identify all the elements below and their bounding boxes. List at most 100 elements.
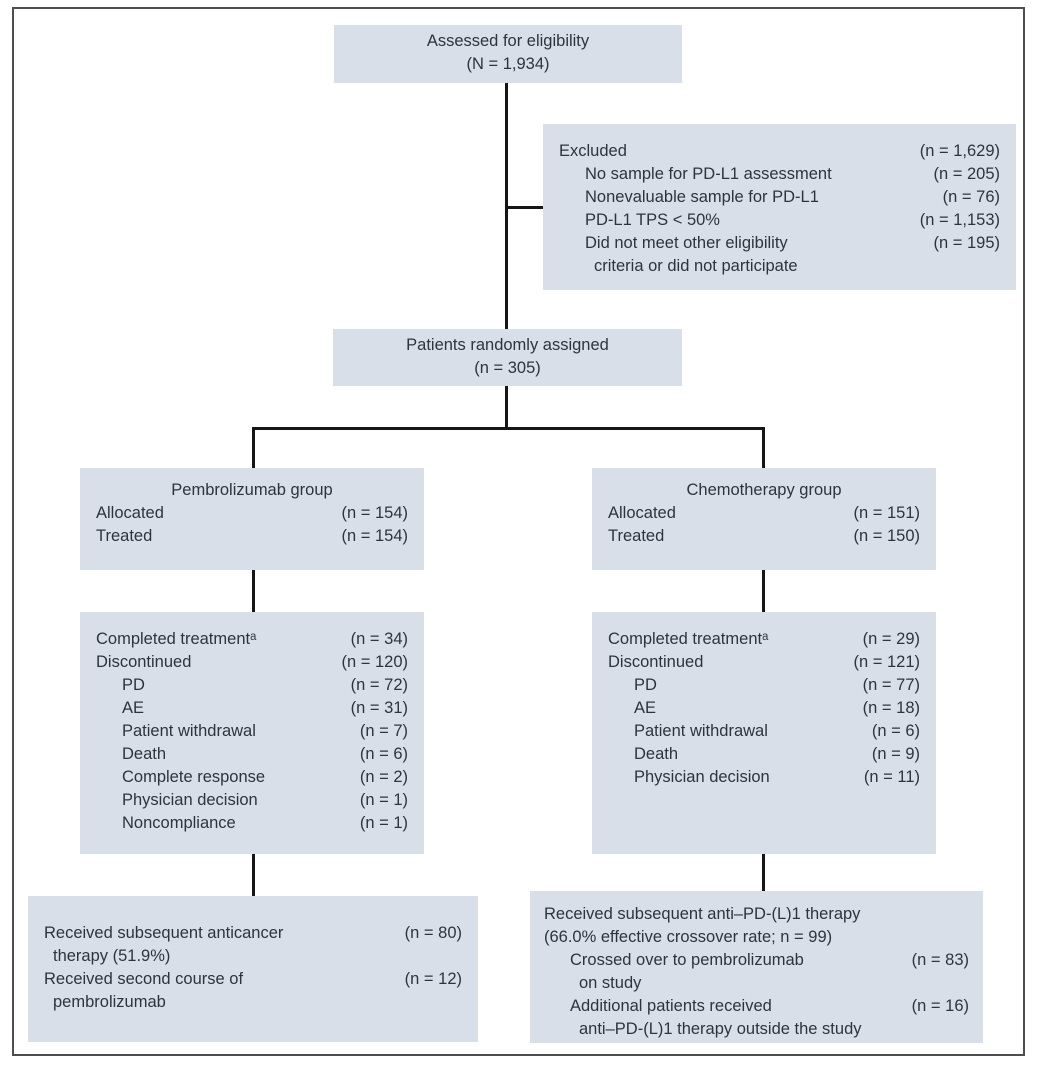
flow-row: Received subsequent anticancer (n = 80): [44, 922, 462, 945]
row-label: Physician decision: [634, 768, 770, 786]
chemo-group-title: Chemotherapy group: [686, 481, 842, 499]
row-value: (n = 83): [911, 951, 969, 969]
row-label: Received subsequent anticancer: [44, 924, 284, 942]
flow-row: (66.0% effective crossover rate; n = 99): [544, 926, 969, 949]
row-label: Additional patients received: [570, 997, 772, 1015]
row-value: (n = 34): [350, 630, 408, 648]
row-value: (n = 154): [341, 527, 409, 545]
row-label: Death: [122, 745, 167, 763]
flow-row: Completed treatmentᵃ (n = 29): [608, 628, 920, 651]
excluded-box: Excluded(n = 1,629)No sample for PD-L1 a…: [543, 124, 1016, 290]
flow-row: Death (n = 9): [608, 743, 920, 766]
flow-row: Patient withdrawal (n = 6): [608, 720, 920, 743]
flow-row: Excluded(n = 1,629): [559, 140, 1000, 163]
assessed-line1: Assessed for eligibility: [426, 32, 590, 50]
row-value: (n = 80): [404, 924, 462, 942]
pembro-group-box: Pembrolizumab group Allocated(n = 154)Tr…: [80, 468, 424, 570]
row-label: Nonevaluable sample for PD-L1: [585, 188, 819, 206]
pembro-outcome-box: Completed treatmentᵃ(n = 34) Discontinued…: [80, 612, 424, 854]
row-label: Did not meet other eligibility: [585, 234, 788, 252]
row-label: Death: [634, 745, 679, 763]
row-label: Physician decision: [122, 791, 258, 809]
row-value: (n = 7): [359, 722, 408, 740]
assessed-line2: (N = 1,934): [466, 55, 550, 73]
flow-row: Complete response (n = 2): [96, 766, 408, 789]
flow-row: Patient withdrawal(n = 7): [96, 720, 408, 743]
row-label: Patient withdrawal: [634, 722, 768, 740]
assessed-box: Assessed for eligibility (N = 1,934): [334, 25, 682, 83]
row-label: PD: [634, 676, 657, 694]
row-value: (n = 12): [404, 970, 462, 988]
randomized-box: Patients randomly assigned (n = 305): [333, 329, 682, 386]
row-value: (n = 121): [853, 653, 921, 671]
row-value: (n = 77): [862, 676, 920, 694]
row-value: (n = 72): [350, 676, 408, 694]
row-value: (n = 29): [862, 630, 920, 648]
flow-row: Allocated (n = 154): [96, 502, 408, 525]
row-label: Treated: [96, 527, 153, 545]
row-label: Complete response: [122, 768, 266, 786]
row-value: (n = 195): [933, 234, 1001, 252]
row-label: Excluded: [559, 142, 627, 160]
row-label: Noncompliance: [122, 814, 236, 832]
row-value: (n = 154): [341, 504, 409, 522]
row-value: (n = 150): [853, 527, 921, 545]
row-label: on study: [579, 974, 642, 992]
flow-row: Treated (n = 154): [96, 525, 408, 548]
flow-row: PD-L1 TPS < 50% (n = 1,153): [559, 209, 1000, 232]
row-label: (66.0% effective crossover rate; n = 99): [544, 928, 833, 946]
row-label: Crossed over to pembrolizumab: [570, 951, 804, 969]
flow-row: Did not meet other eligibility (n = 195): [559, 232, 1000, 255]
row-value: (n = 205): [933, 165, 1001, 183]
row-label: Received subsequent anti–PD-(L)1 therapy: [544, 905, 861, 923]
row-label: Discontinued: [96, 653, 192, 671]
randomized-line2: (n = 305): [474, 359, 541, 377]
row-label: pembrolizumab: [53, 993, 166, 1011]
flow-row: Physician decision(n = 1): [96, 789, 408, 812]
chemo-group-rows: Allocated(n = 151)Treated(n = 150): [608, 502, 920, 548]
flow-row: anti–PD-(L)1 therapy outside the study: [544, 1018, 969, 1041]
row-value: (n = 6): [871, 722, 920, 740]
row-label: Received second course of: [44, 970, 244, 988]
connector-pembro-outcome-to-subsequent: [252, 854, 255, 896]
row-label: therapy (51.9%): [53, 947, 171, 965]
row-label: AE: [634, 699, 657, 717]
flow-row: on study: [544, 972, 969, 995]
row-label: criteria or did not participate: [594, 257, 798, 275]
row-label: AE: [122, 699, 145, 717]
row-label: Allocated: [96, 504, 164, 522]
excluded-rows: Excluded(n = 1,629)No sample for PD-L1 a…: [559, 140, 1000, 278]
row-label: PD-L1 TPS < 50%: [585, 211, 720, 229]
flow-row: AE (n = 18): [608, 697, 920, 720]
pembro-group-rows: Allocated (n = 154) Treated (n = 154): [96, 502, 408, 548]
flow-row: Completed treatmentᵃ(n = 34): [96, 628, 408, 651]
row-value: (n = 120): [341, 653, 409, 671]
flow-row: Nonevaluable sample for PD-L1 (n = 76): [559, 186, 1000, 209]
row-value: (n = 2): [359, 768, 408, 786]
row-value: (n = 6): [359, 745, 408, 763]
row-value: (n = 76): [942, 188, 1000, 206]
row-value: (n = 9): [871, 745, 920, 763]
row-label: anti–PD-(L)1 therapy outside the study: [579, 1020, 862, 1038]
row-value: (n = 18): [862, 699, 920, 717]
chemo-group-box: Chemotherapy group Allocated(n = 151)Tre…: [592, 468, 936, 570]
row-label: Completed treatmentᵃ: [608, 630, 769, 648]
flow-row: No sample for PD-L1 assessment(n = 205): [559, 163, 1000, 186]
flow-row: AE (n = 31): [96, 697, 408, 720]
flow-row: Treated(n = 150): [608, 525, 920, 548]
row-value: (n = 1): [359, 814, 408, 832]
flow-row: therapy (51.9%): [44, 945, 462, 968]
row-label: PD: [122, 676, 145, 694]
flow-row: Death (n = 6): [96, 743, 408, 766]
connector-branch-to-pembro: [252, 427, 255, 468]
row-value: (n = 151): [853, 504, 921, 522]
connector-pembro-group-to-outcome: [252, 570, 255, 612]
chemo-subsequent-rows: Received subsequent anti–PD-(L)1 therapy…: [544, 903, 969, 1041]
flow-row: Crossed over to pembrolizumab (n = 83): [544, 949, 969, 972]
row-value: (n = 1,153): [919, 211, 1000, 229]
chemo-outcome-rows: Completed treatmentᵃ (n = 29) Discontinued…: [608, 628, 920, 789]
flow-row: Discontinued(n = 121): [608, 651, 920, 674]
row-value: (n = 31): [350, 699, 408, 717]
chemo-subsequent-box: Received subsequent anti–PD-(L)1 therapy…: [530, 891, 983, 1043]
